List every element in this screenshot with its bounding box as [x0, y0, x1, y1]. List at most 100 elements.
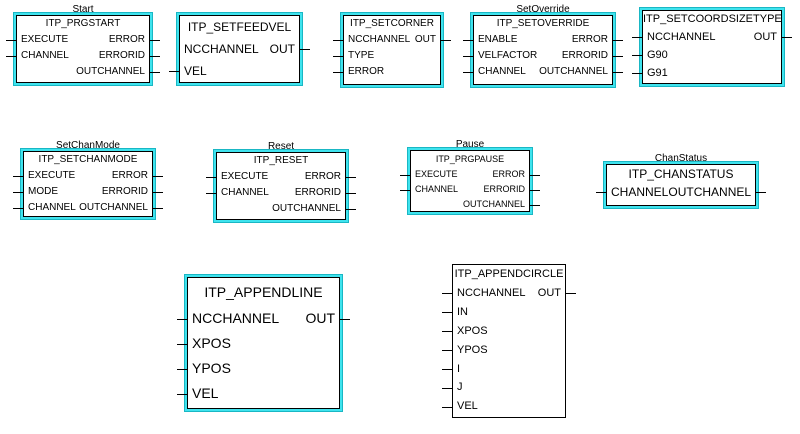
input-pin-connector[interactable]	[13, 176, 23, 177]
output-pin-connector[interactable]	[756, 192, 766, 193]
input-pin-connector[interactable]	[177, 393, 187, 395]
output-pin-connector[interactable]	[153, 176, 163, 177]
pin-row: OUTCHANNEL	[217, 201, 345, 217]
output-pin-connector[interactable]	[530, 189, 540, 191]
output-pin-connector[interactable]	[340, 318, 350, 320]
output-pin-connector[interactable]	[613, 56, 623, 57]
output-pin-connector[interactable]	[150, 56, 160, 57]
input-pin-connector[interactable]	[463, 72, 473, 73]
input-pin-label: TYPE	[348, 50, 375, 61]
input-pin-connector[interactable]	[442, 406, 452, 408]
output-pin-connector[interactable]	[613, 40, 623, 41]
input-pin-connector[interactable]	[442, 293, 452, 295]
input-pin-connector[interactable]	[632, 73, 642, 74]
output-pin-connector[interactable]	[153, 192, 163, 193]
block-type: ITP_SETOVERRIDE	[496, 18, 590, 29]
instance-name[interactable]: Start	[72, 4, 94, 15]
input-pin-connector[interactable]	[177, 343, 187, 345]
pin-row: VEL	[188, 381, 339, 406]
pin-row: OUTCHANNEL	[17, 64, 149, 80]
input-pin-connector[interactable]	[400, 189, 410, 191]
output-pin-connector[interactable]	[613, 72, 623, 73]
input-pin-connector[interactable]	[442, 350, 452, 352]
input-pin-connector[interactable]	[596, 192, 606, 193]
input-pin-connector[interactable]	[169, 71, 179, 72]
output-pin-connector[interactable]	[150, 40, 160, 41]
instance-name[interactable]: Reset	[267, 141, 295, 152]
pin-row: IN	[453, 303, 565, 322]
input-pin-connector[interactable]	[632, 37, 642, 38]
input-pin-connector[interactable]	[442, 387, 452, 389]
output-pin-label: OUT	[305, 310, 335, 326]
input-pin-label: NCCHANNEL	[184, 42, 259, 56]
pin-row: ERROR	[344, 64, 440, 80]
input-pin-label: YPOS	[457, 343, 488, 356]
output-pin-connector[interactable]	[153, 208, 163, 209]
input-pin-connector[interactable]	[463, 56, 473, 57]
input-pin-connector[interactable]	[632, 55, 642, 56]
input-pin-connector[interactable]	[333, 72, 343, 73]
instance-name[interactable]: SetChanMode	[56, 140, 120, 151]
output-pin-connector[interactable]	[530, 204, 540, 206]
input-pin-label: CHANNEL	[28, 202, 76, 213]
instance-name[interactable]: Pause	[455, 139, 485, 150]
input-pin-connector[interactable]	[177, 318, 187, 320]
output-pin-connector[interactable]	[566, 293, 576, 295]
input-pin-connector[interactable]	[13, 208, 23, 209]
input-pin-connector[interactable]	[463, 40, 473, 41]
instance-name[interactable]: SetOverride	[516, 4, 570, 15]
output-pin-label: ERROR	[304, 171, 341, 182]
output-pin-connector[interactable]	[441, 40, 451, 41]
output-pin-connector[interactable]	[530, 174, 540, 176]
pin-row: J	[453, 378, 565, 397]
output-pin-connector[interactable]	[150, 72, 160, 73]
output-pin-connector[interactable]	[346, 209, 356, 210]
input-pin-connector[interactable]	[333, 56, 343, 57]
input-pin-connector[interactable]	[6, 56, 16, 57]
input-pin-connector[interactable]	[206, 177, 216, 178]
input-pin-connector[interactable]	[400, 174, 410, 176]
output-pin-connector[interactable]	[300, 49, 310, 50]
output-pin-connector[interactable]	[782, 37, 792, 38]
input-pin-connector[interactable]	[442, 331, 452, 333]
input-pin-connector[interactable]	[442, 369, 452, 371]
input-pin-connector[interactable]	[333, 40, 343, 41]
input-pin-connector[interactable]	[177, 368, 187, 370]
input-pin-connector[interactable]	[13, 192, 23, 193]
input-pin-label: MODE	[28, 186, 58, 197]
input-pin-connector[interactable]	[6, 40, 16, 41]
input-pin-connector[interactable]	[442, 312, 452, 314]
output-pin-connector[interactable]	[346, 177, 356, 178]
input-pin-label: ENABLE	[478, 34, 518, 45]
input-pin-connector[interactable]	[206, 193, 216, 194]
instance-name[interactable]: ChanStatus	[654, 153, 708, 164]
block-type: ITP_SETCOORDSIZETYPE	[643, 13, 782, 25]
output-pin-connector[interactable]	[346, 193, 356, 194]
